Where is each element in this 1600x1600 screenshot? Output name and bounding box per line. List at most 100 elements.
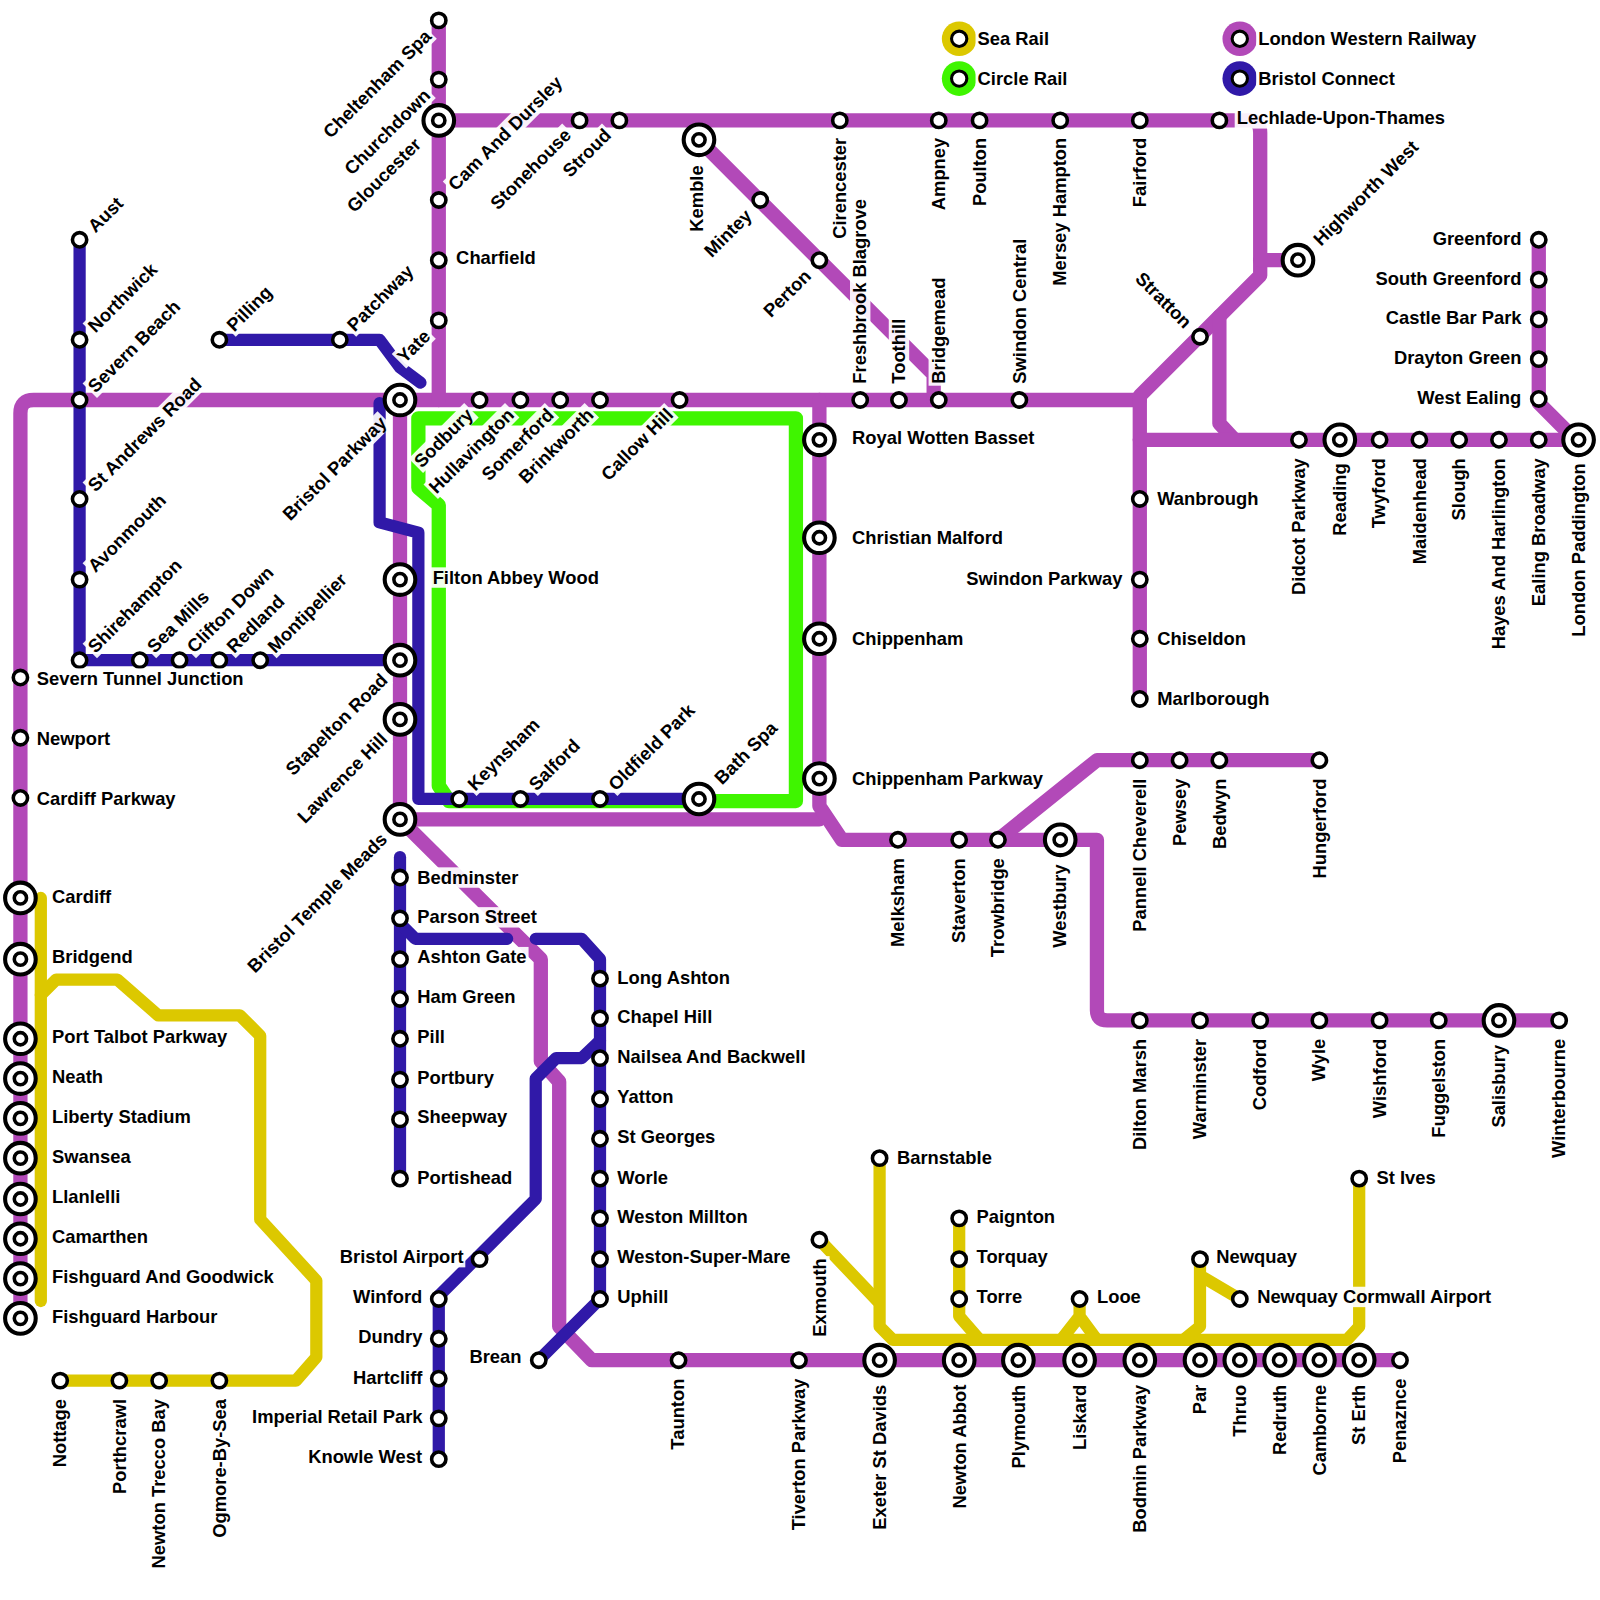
station-label: Penaznce <box>1390 1377 1410 1466</box>
station-dot <box>1072 1292 1086 1306</box>
interchange-ring <box>1224 1345 1255 1376</box>
station-label: Porthcrawl <box>109 1397 129 1496</box>
station-label: Liberty Stadium <box>50 1107 193 1127</box>
interchange-core <box>394 654 406 666</box>
station-label: Salisbury <box>1489 1043 1509 1130</box>
station-dot <box>952 833 966 847</box>
interchange-core <box>1353 1354 1365 1366</box>
station-dot <box>1312 1013 1326 1027</box>
station-label: Torquay <box>974 1247 1049 1267</box>
station-dot <box>1393 1353 1407 1367</box>
station-label: Llanlelli <box>50 1187 122 1207</box>
station-dot <box>53 1373 67 1387</box>
station-label: Westbury <box>1050 862 1070 949</box>
interchange-core <box>14 1233 26 1245</box>
rail-line <box>219 340 420 383</box>
station-dot <box>1372 1013 1386 1027</box>
interchange-core <box>813 434 825 446</box>
station-dot <box>991 833 1005 847</box>
station-dot <box>1532 272 1546 286</box>
station-dot <box>972 113 986 127</box>
station-dot <box>72 333 86 347</box>
station-dot <box>472 393 486 407</box>
station-label: Castle Bar Park <box>1384 308 1524 328</box>
interchange-core <box>394 713 406 725</box>
station-label: Chippenham <box>850 629 965 649</box>
interchange-ring <box>5 1303 36 1334</box>
interchange-core <box>394 394 406 406</box>
station-dot <box>872 1151 886 1165</box>
station-dot <box>253 653 267 667</box>
station-dot <box>212 1373 226 1387</box>
legend-station-dot <box>950 30 968 48</box>
station-dot <box>891 833 905 847</box>
interchange-core <box>1234 1354 1246 1366</box>
station-dot <box>1352 1171 1366 1185</box>
interchange-core <box>813 772 825 784</box>
station-label: Greenford <box>1431 229 1524 249</box>
station-label: Marlborough <box>1155 689 1271 709</box>
interchange-ring <box>1283 245 1314 276</box>
station-dot <box>532 1353 546 1367</box>
station-dot <box>513 792 527 806</box>
station-dot <box>432 1332 446 1346</box>
station-dot <box>1193 330 1207 344</box>
station-label: Perton <box>758 264 816 322</box>
rail-line <box>393 400 407 819</box>
interchange-ring <box>385 704 416 735</box>
legend-swatch <box>1222 61 1257 96</box>
station-dot <box>952 1252 966 1266</box>
interchange-ring <box>5 883 36 914</box>
station-label: Cardiff <box>50 887 113 907</box>
station-label: Hayes And Harlington <box>1489 456 1509 651</box>
station-label: Brean <box>467 1347 523 1367</box>
station-label: Filton Abbey Wood <box>431 567 601 587</box>
station-dot <box>593 1011 607 1025</box>
station-label: Bristol Airport <box>338 1247 466 1267</box>
station-dot <box>593 1132 607 1146</box>
interchange-ring <box>1124 1345 1155 1376</box>
station-label: Exeter St Davids <box>869 1383 889 1532</box>
station-label: Pilling <box>221 281 277 337</box>
station-dot <box>432 1292 446 1306</box>
station-dot <box>432 253 446 267</box>
interchange-ring <box>5 1263 36 1294</box>
station-dot <box>432 72 446 86</box>
interchange-ring <box>1185 1345 1216 1376</box>
station-dot <box>1193 1252 1207 1266</box>
station-dot <box>593 792 607 806</box>
station-dot <box>1193 1013 1207 1027</box>
station-label: West Ealing <box>1415 388 1523 408</box>
station-label: Bath Spa <box>709 716 783 790</box>
station-label: Winford <box>351 1287 424 1307</box>
station-label: Stratton <box>1130 267 1197 334</box>
station-dot <box>1133 113 1147 127</box>
station-dot <box>1133 492 1147 506</box>
interchange-ring <box>804 623 835 654</box>
station-label: Fuggelston <box>1429 1037 1449 1140</box>
station-dot <box>152 1373 166 1387</box>
station-dot <box>853 393 867 407</box>
interchange-ring <box>5 1184 36 1215</box>
interchange-ring <box>1003 1345 1034 1376</box>
station-dot <box>952 1292 966 1306</box>
station-label: Exmouth <box>809 1256 829 1339</box>
interchange-core <box>693 134 705 146</box>
station-dot <box>572 113 586 127</box>
station-label: Dilton Marsh <box>1130 1037 1150 1152</box>
station-label: Looe <box>1095 1287 1143 1307</box>
legend-label: Sea Rail <box>976 29 1052 49</box>
station-dot <box>72 393 86 407</box>
station-dot <box>833 113 847 127</box>
interchange-ring <box>944 1345 975 1376</box>
station-dot <box>1292 433 1306 447</box>
station-label: Portishead <box>415 1167 514 1187</box>
interchange-core <box>1334 434 1346 446</box>
station-label: Pewsey <box>1169 777 1189 848</box>
station-dot <box>1253 1013 1267 1027</box>
station-label: Bedwyn <box>1209 777 1229 852</box>
station-label: Lechlade-Upon-Thames <box>1235 108 1447 128</box>
station-label: Slough <box>1449 456 1469 522</box>
station-label: Redruth <box>1269 1383 1289 1457</box>
station-dot <box>1133 1013 1147 1027</box>
